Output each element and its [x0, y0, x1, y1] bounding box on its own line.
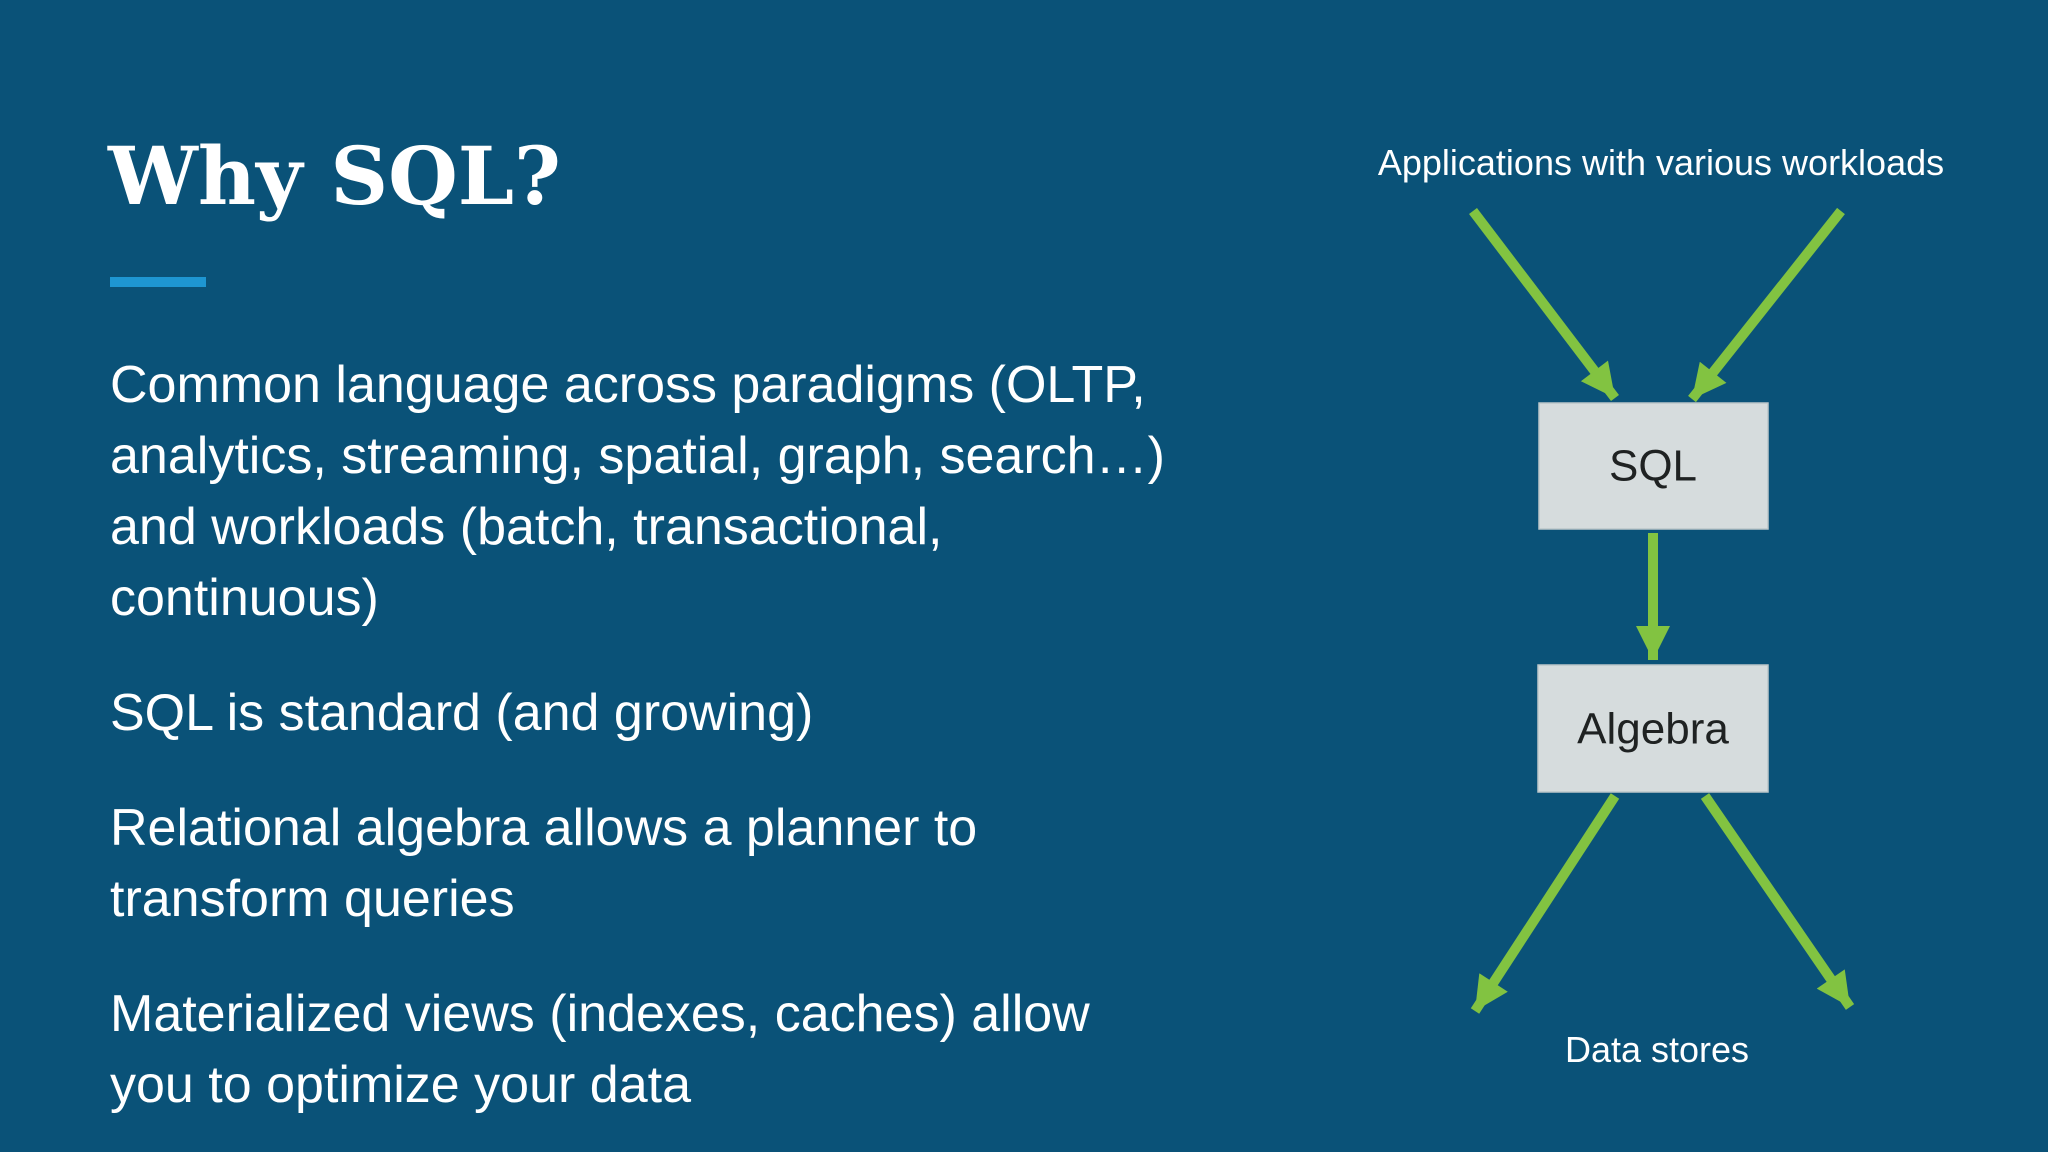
bullet-paragraph: Materialized views (indexes, caches) all…	[110, 979, 1250, 1121]
bullet-paragraph: Common language across paradigms (OLTP, …	[110, 350, 1250, 634]
arrow-app-to-sql-right-icon	[1688, 207, 1845, 403]
bullet-line: you to optimize your data	[110, 1056, 691, 1114]
bullet-paragraph: SQL is standard (and growing)	[110, 678, 1250, 749]
title-accent-bar	[110, 277, 206, 287]
slide-title: Why SQL?	[108, 129, 561, 223]
bullet-line: Common language across paradigms (OLTP,	[110, 356, 1146, 414]
sql-node-box	[1538, 402, 1769, 530]
sql-flow-diagram: Applications with various workloads SQL …	[1378, 142, 1944, 1070]
bullet-line: continuous)	[110, 569, 379, 627]
arrow-algebra-to-stores-left-icon	[1470, 793, 1620, 1014]
bullet-line: analytics, streaming, spatial, graph, se…	[110, 427, 1165, 485]
bullet-list: Common language across paradigms (OLTP, …	[110, 350, 1250, 1121]
arrow-app-to-sql-left-icon	[1469, 207, 1619, 402]
algebra-node-label: Algebra	[1577, 705, 1729, 754]
arrow-algebra-to-stores-right-icon	[1700, 793, 1855, 1010]
bullet-line: and workloads (batch, transactional,	[110, 498, 943, 556]
diagram-bottom-label: Data stores	[1565, 1029, 1749, 1070]
bullet-line: Relational algebra allows a planner to	[110, 799, 978, 857]
algebra-node-box	[1537, 664, 1769, 793]
sql-node: SQL	[1538, 402, 1769, 530]
bullet-line: transform queries	[110, 870, 515, 928]
sql-node-label: SQL	[1609, 442, 1697, 491]
diagram-top-label: Applications with various workloads	[1378, 142, 1944, 183]
bullet-line: SQL is standard (and growing)	[110, 684, 814, 742]
bullet-line: Materialized views (indexes, caches) all…	[110, 985, 1090, 1043]
bullet-paragraph: Relational algebra allows a planner to t…	[110, 793, 1250, 935]
algebra-node: Algebra	[1537, 664, 1769, 793]
